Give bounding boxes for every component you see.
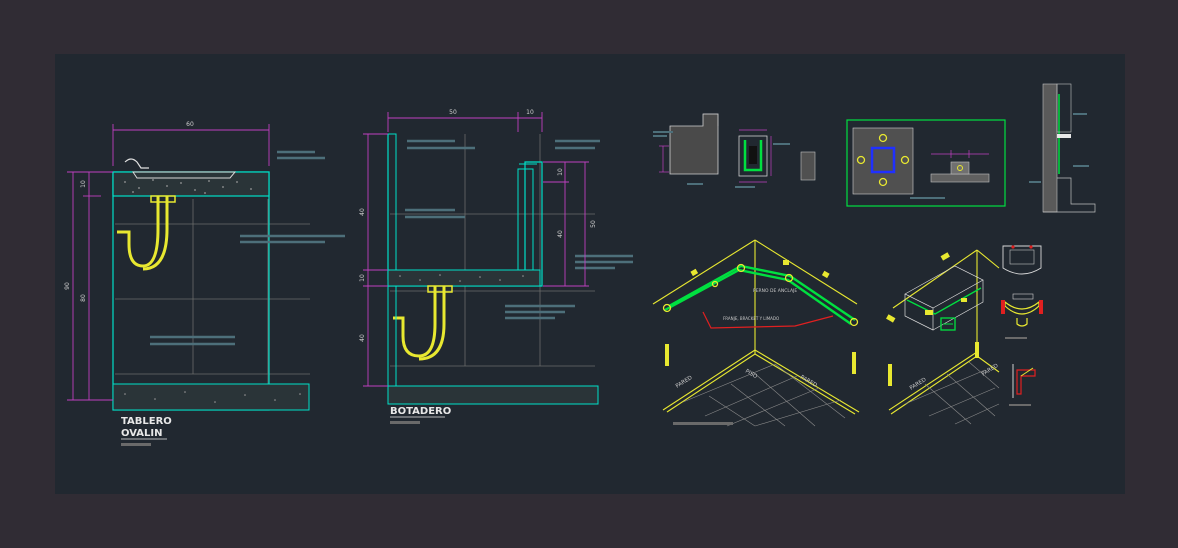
anchor-plate (870, 146, 896, 174)
iso-right-wall-1: PARED (909, 377, 928, 392)
tablero-ovalin-section: 60 90 80 10 TABLERO OVALIN (64, 121, 345, 446)
tablero-dim-total: 90 (64, 282, 71, 290)
botadero-tile-grid (390, 134, 595, 367)
iso-left-note-2: FRANJE, BRACKET Y LIMADO (723, 316, 779, 321)
botadero-dim-top: 50 (449, 109, 457, 116)
isometric-right: PARED PARED (886, 249, 1000, 425)
botadero-notes (405, 139, 633, 320)
tablero-countertop (112, 171, 270, 197)
drawing-sheet: 60 90 80 10 TABLERO OVALIN (55, 54, 1125, 494)
iso-right-sink-box (904, 265, 984, 331)
tablero-title: TABLERO (121, 416, 172, 427)
cad-drawing: 60 90 80 10 TABLERO OVALIN (64, 83, 1096, 446)
botadero-siphon (393, 286, 446, 361)
iso-left-note-1: PERNO DE ANCLAJE (753, 288, 797, 294)
iso-left-wall-1: PARED (675, 375, 694, 390)
iso-left-floor: PISO (744, 369, 759, 381)
bracket-icon (1016, 369, 1036, 395)
basin-side-icon (1004, 300, 1040, 315)
anchor-detail-frame (846, 119, 1006, 207)
iso-left-post-right (852, 352, 856, 374)
botadero-dim-right-mid: 40 (557, 230, 564, 238)
botadero-dim-right-upper: 10 (557, 168, 564, 176)
tablero-dim-top: 60 (186, 121, 194, 128)
isometric-left: PERNO DE ANCLAJE FRANJE, BRACKET Y LIMAD… (652, 239, 860, 427)
fixture-icons (1001, 245, 1043, 406)
wall-section (1029, 83, 1096, 213)
botadero-section: 50 10 40 10 40 10 40 50 BOTADERO (359, 109, 633, 424)
botadero-floor (387, 385, 599, 405)
botadero-title: BOTADERO (390, 406, 451, 417)
tablero-notes (150, 150, 345, 346)
small-details-group (653, 113, 816, 188)
slab-aggregate (124, 179, 252, 194)
basin-front-icon (1002, 245, 1042, 275)
tablero-dim-lower: 80 (80, 294, 87, 302)
botadero-dim-right-total: 50 (590, 220, 597, 228)
iso-left-pipe (664, 264, 856, 325)
botadero-dim-lower: 40 (359, 334, 366, 342)
faucet-icon (124, 158, 149, 169)
botadero-dim-top-right: 10 (526, 109, 534, 116)
ovalin-title: OVALIN (121, 428, 163, 439)
botadero-dim-mid: 10 (359, 274, 366, 282)
iso-left-post-left (665, 344, 669, 366)
botadero-dim-upper: 40 (359, 208, 366, 216)
tablero-dimensions (67, 124, 270, 401)
iso-left-floor-grid (682, 363, 846, 427)
botadero-dimensions (363, 112, 589, 387)
tile-grid (115, 199, 310, 384)
tablero-dim-slab: 10 (80, 180, 87, 188)
tablero-floor (112, 383, 310, 411)
botadero-slab (387, 269, 541, 287)
siphon-trap (117, 196, 169, 271)
